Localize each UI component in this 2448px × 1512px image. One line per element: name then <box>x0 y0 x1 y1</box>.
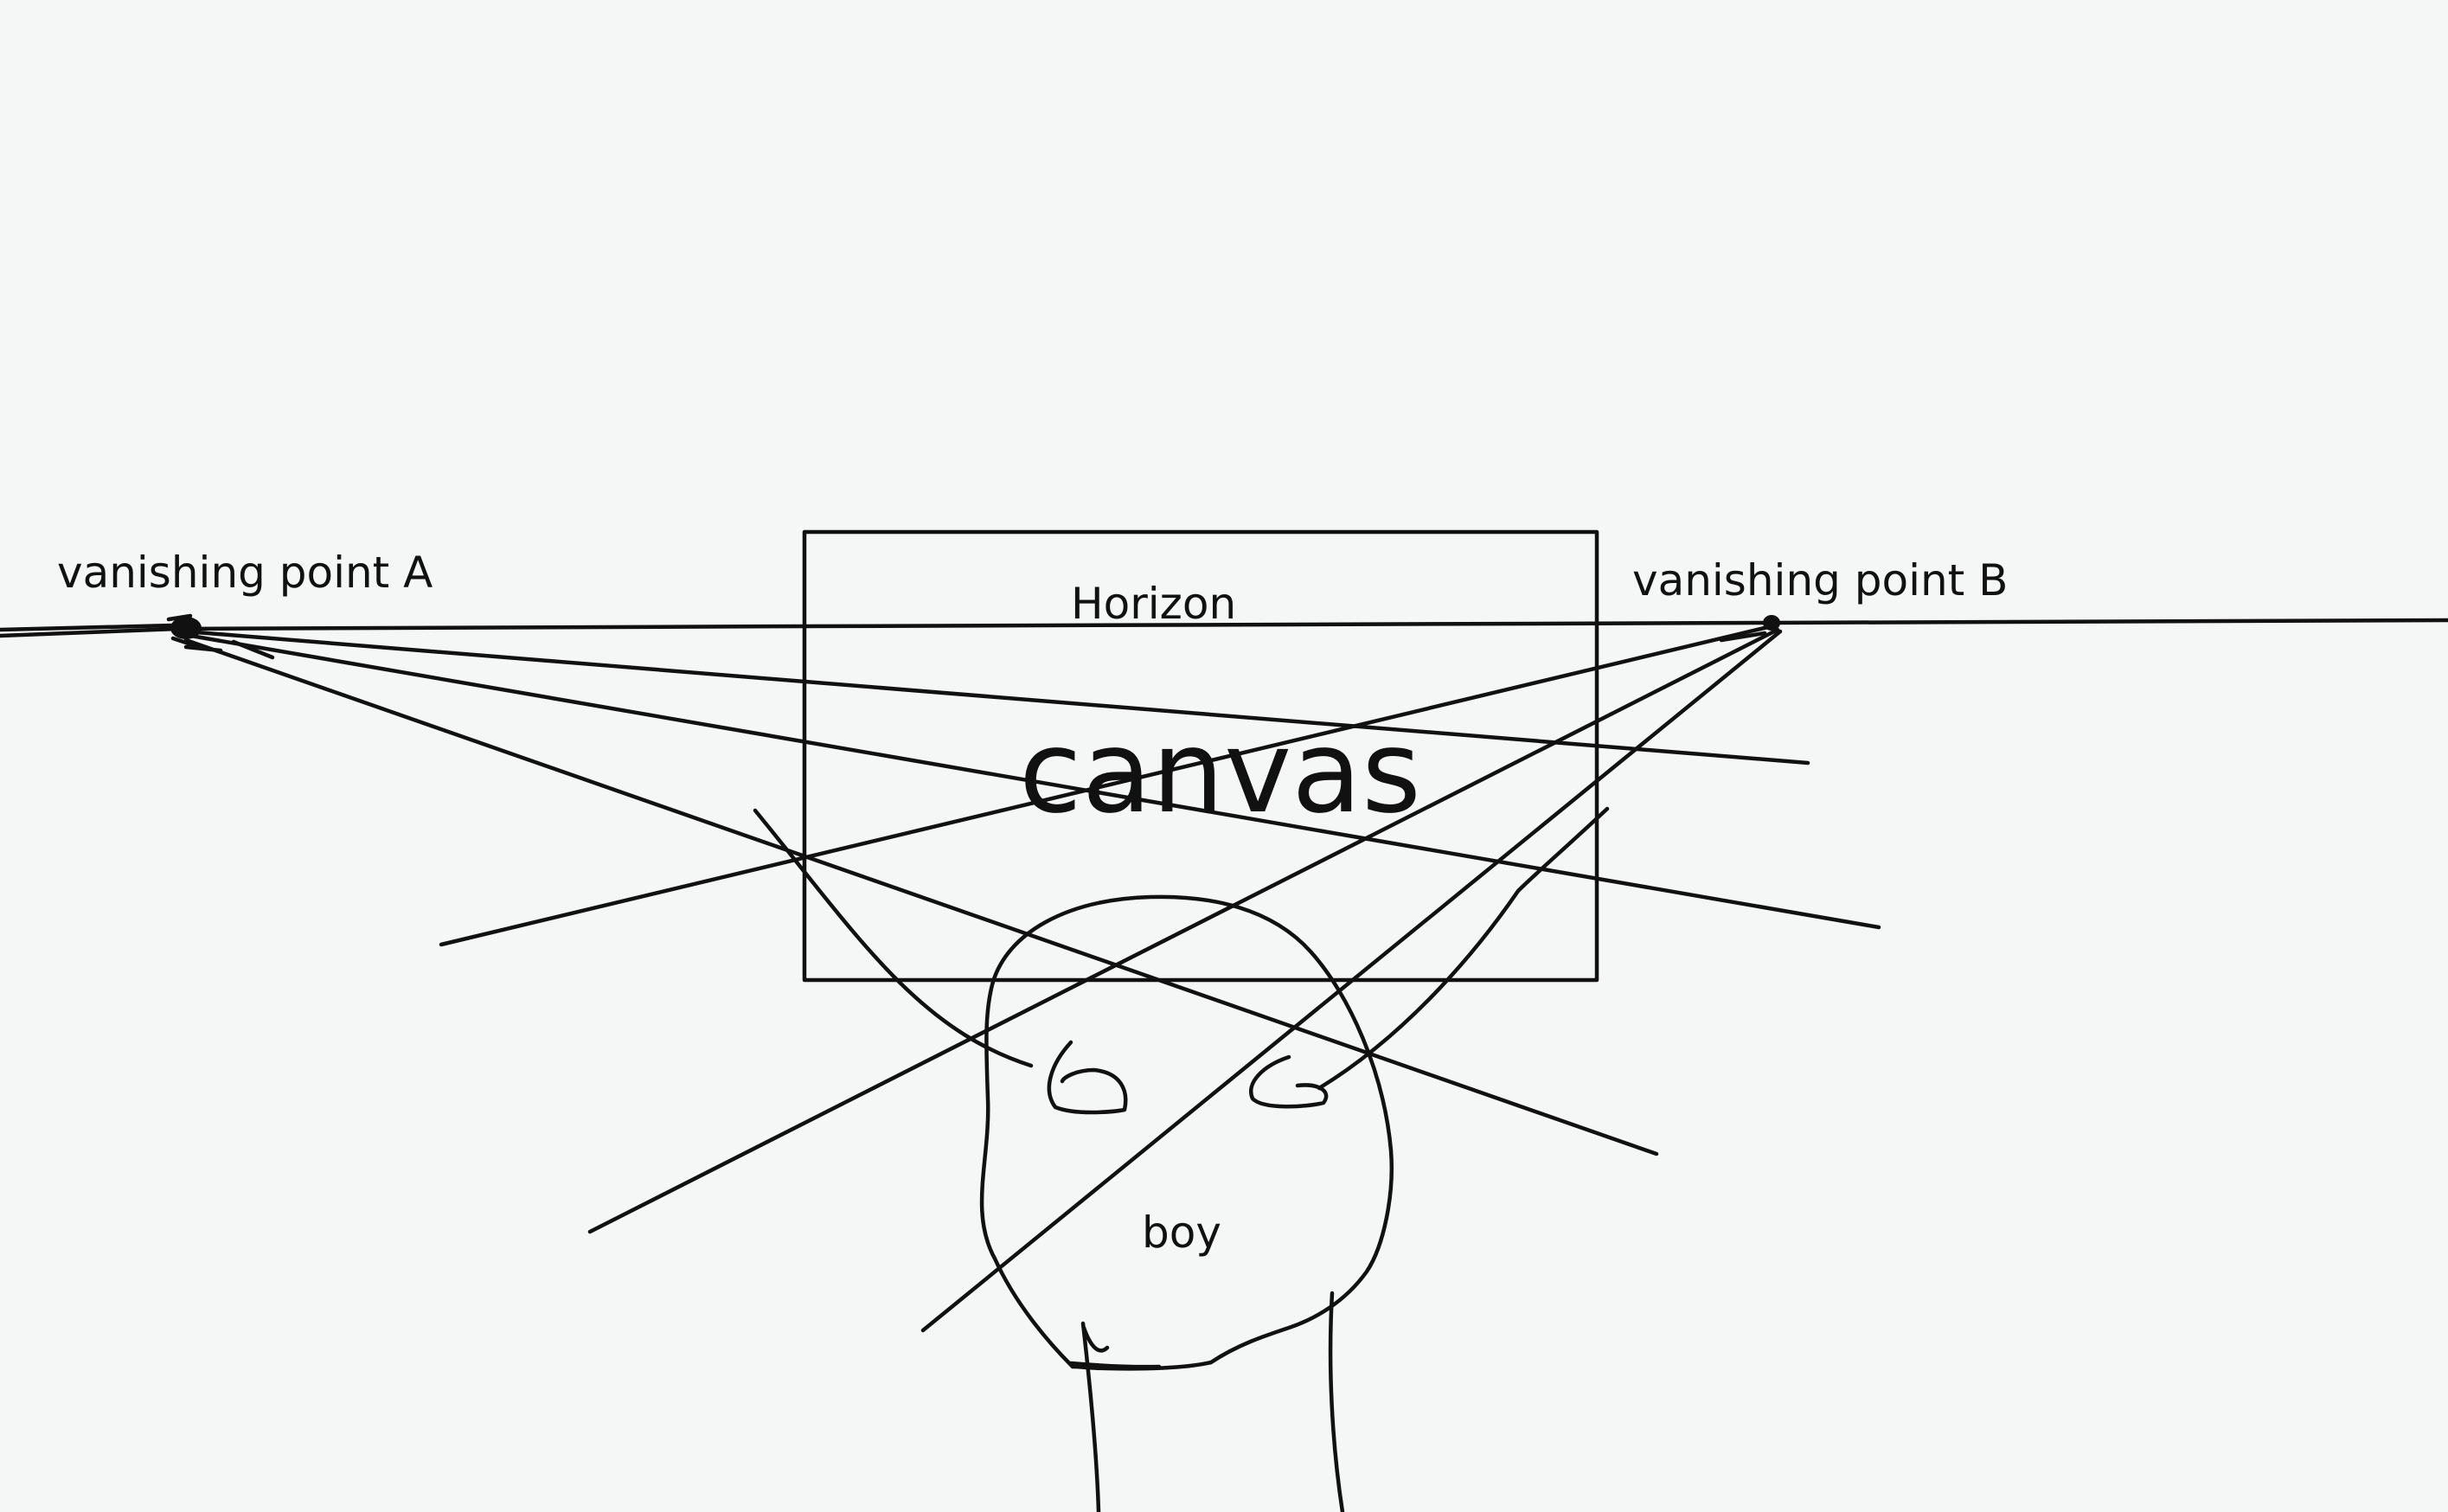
canvas-frame <box>802 529 1599 983</box>
collar-line <box>1068 1361 1162 1369</box>
head-outline <box>979 894 1394 1371</box>
right-eye <box>1249 1054 1329 1109</box>
vp-a-line-3 <box>183 637 1659 1156</box>
right-eyebrow-stroke <box>1317 806 1610 1091</box>
chin-stroke <box>1081 1325 1110 1353</box>
boy-label: boy <box>1142 1208 1221 1258</box>
neck-left <box>1080 1321 1101 1512</box>
vanishing-point-a-label: vanishing point A <box>57 548 433 598</box>
horizon-line-tail <box>0 623 176 632</box>
horizon-label: Horizon <box>1071 579 1236 629</box>
vp-b-line-3 <box>920 629 1783 1333</box>
vanishing-point-b-label: vanishing point B <box>1632 555 2008 605</box>
canvas-label: canvas <box>1019 706 1421 839</box>
vp-a-line-1 <box>183 629 1810 766</box>
left-eye <box>1047 1040 1128 1115</box>
vp-a-line-2 <box>183 632 1881 930</box>
vp-b-line-2 <box>587 627 1780 1234</box>
vp-b-line-1 <box>439 624 1774 947</box>
neck-right <box>1328 1291 1345 1512</box>
